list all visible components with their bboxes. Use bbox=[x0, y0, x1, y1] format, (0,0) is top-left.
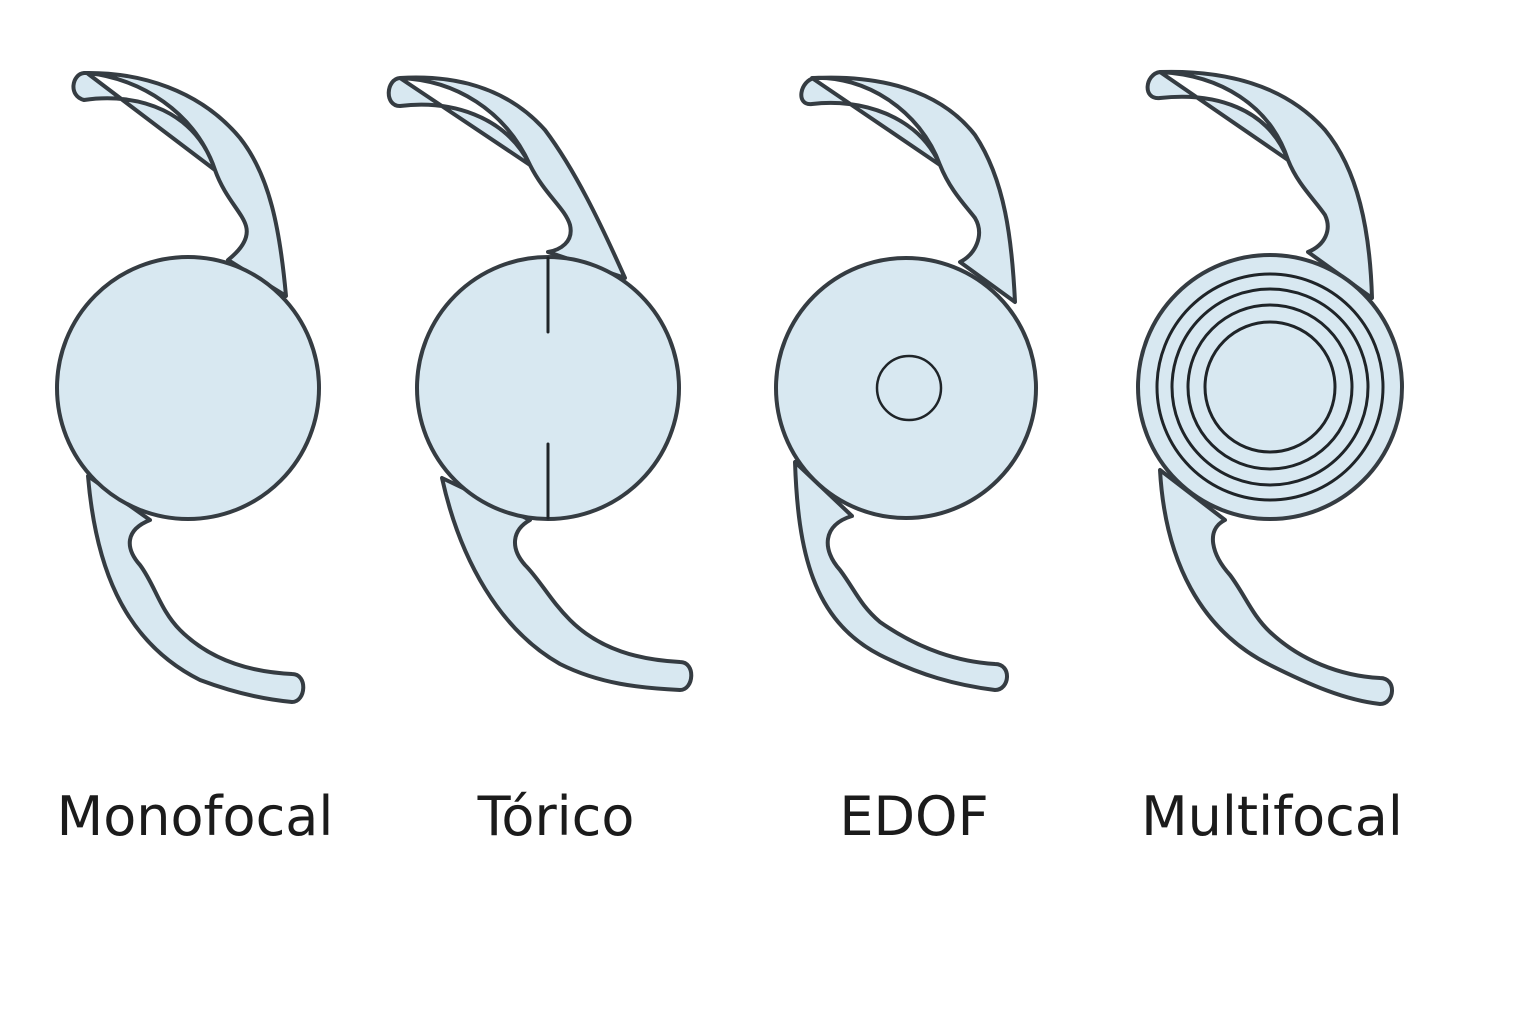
optic bbox=[1136, 253, 1404, 521]
lens-label: Multifocal bbox=[1141, 785, 1403, 848]
haptic-lower bbox=[440, 476, 694, 692]
multifocal-ring-1 bbox=[1155, 272, 1385, 502]
lens-label: EDOF bbox=[839, 785, 988, 848]
multifocal-ring-4 bbox=[1203, 320, 1337, 454]
haptic-lower bbox=[86, 474, 306, 704]
lens-label: Tórico bbox=[477, 785, 635, 848]
optic bbox=[774, 256, 1038, 520]
haptic-lower bbox=[793, 460, 1009, 692]
multifocal-ring-2 bbox=[1170, 287, 1370, 487]
haptic-upper bbox=[71, 70, 288, 298]
lens-monofocal: Monofocal bbox=[55, 70, 334, 848]
haptic-lower bbox=[1158, 468, 1394, 706]
lens-label: Monofocal bbox=[57, 785, 334, 848]
multifocal-ring-3 bbox=[1186, 303, 1354, 471]
edof-central-zone bbox=[875, 354, 943, 422]
lens-toric: Tórico bbox=[386, 75, 694, 848]
optic bbox=[55, 255, 321, 521]
lens-edof: EDOF bbox=[774, 75, 1038, 848]
haptic-upper bbox=[386, 75, 627, 280]
haptic-upper bbox=[1145, 69, 1374, 300]
lens-multifocal: Multifocal bbox=[1136, 69, 1404, 848]
haptic-upper bbox=[799, 75, 1017, 304]
